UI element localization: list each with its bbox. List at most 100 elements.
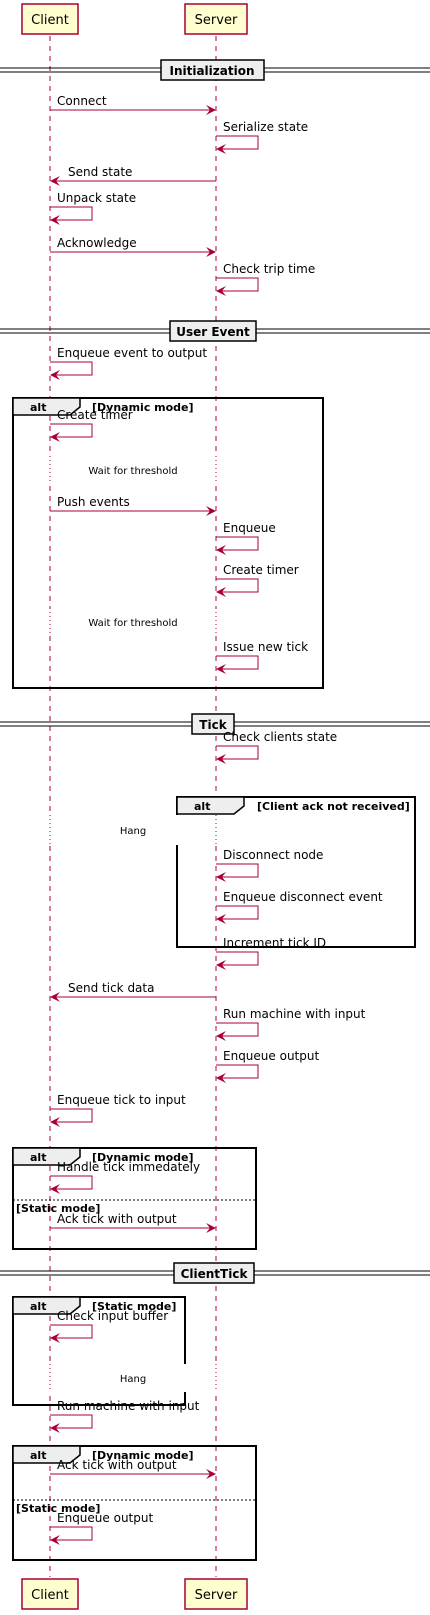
svg-text:[Dynamic mode]: [Dynamic mode] xyxy=(92,1449,194,1462)
message-19: Enqueue tick to input xyxy=(50,1093,186,1127)
message-label: Ack tick with output xyxy=(57,1212,177,1226)
group-alt-client-ack: alt [Client ack not received] xyxy=(176,796,416,948)
message-label: Handle tick immedately xyxy=(57,1160,200,1174)
svg-text:alt: alt xyxy=(30,1449,46,1462)
message-23: Run machine with input xyxy=(50,1399,200,1433)
participant-client-top: Client xyxy=(21,3,79,35)
svg-text:ClientTick: ClientTick xyxy=(181,1267,249,1281)
message-label: Enqueue disconnect event xyxy=(223,890,383,904)
message-label: Push events xyxy=(57,495,130,509)
message-label: Run machine with input xyxy=(223,1007,366,1021)
message-1: Serialize state xyxy=(216,120,308,154)
self-message-arrow xyxy=(216,951,259,970)
message-5: Check trip time xyxy=(216,262,315,296)
svg-text:Wait for threshold: Wait for threshold xyxy=(88,618,177,629)
svg-text:[Dynamic mode]: [Dynamic mode] xyxy=(92,401,194,414)
message-label: Issue new tick xyxy=(223,640,308,654)
message-10: Create timer xyxy=(216,563,299,597)
participant-client-label: Client xyxy=(31,13,69,28)
message-18: Enqueue output xyxy=(216,1049,319,1083)
message-label: Enqueue output xyxy=(57,1511,153,1525)
message-label: Check clients state xyxy=(223,730,337,744)
self-message-arrow xyxy=(50,423,93,442)
svg-text:Wait for threshold: Wait for threshold xyxy=(88,466,177,477)
participant-server-label: Server xyxy=(195,1588,238,1603)
message-label: Send tick data xyxy=(68,981,154,995)
message-2: Send state xyxy=(50,165,216,186)
group-alt-dynamic-3: alt [Dynamic mode] [Static mode] xyxy=(12,1445,257,1561)
group-alt-static: alt [Static mode] xyxy=(12,1296,186,1406)
delay-wait-1: Wait for threshold xyxy=(46,456,220,484)
svg-text:Hang: Hang xyxy=(120,1374,146,1385)
delay-hang-2: Hang xyxy=(46,1364,220,1392)
message-label: Connect xyxy=(57,94,107,108)
svg-text:[Dynamic mode]: [Dynamic mode] xyxy=(92,1151,194,1164)
message-label: Create timer xyxy=(57,408,133,422)
message-label: Increment tick ID xyxy=(223,936,326,950)
message-9: Enqueue xyxy=(216,521,276,555)
message-label: Enqueue output xyxy=(223,1049,319,1063)
self-message-arrow xyxy=(216,536,259,555)
message-12: Check clients state xyxy=(216,730,337,764)
message-16: Send tick data xyxy=(50,981,216,1002)
message-label: Create timer xyxy=(223,563,299,577)
message-7: Create timer xyxy=(50,408,133,442)
message-0: Connect xyxy=(50,94,216,115)
message-13: Disconnect node xyxy=(216,848,323,882)
message-22: Check input buffer xyxy=(50,1309,168,1343)
message-17: Run machine with input xyxy=(216,1007,366,1041)
message-label: Disconnect node xyxy=(223,848,323,862)
self-message-arrow xyxy=(216,745,259,764)
message-4: Acknowledge xyxy=(50,236,216,257)
svg-text:[Static mode]: [Static mode] xyxy=(92,1300,176,1313)
message-15: Increment tick ID xyxy=(216,936,326,970)
self-message-arrow xyxy=(216,135,259,154)
delay-hang-1: Hang xyxy=(46,815,220,845)
message-20: Handle tick immedately xyxy=(50,1160,200,1194)
message-label: Acknowledge xyxy=(57,236,137,250)
svg-text:alt: alt xyxy=(194,800,210,813)
svg-text:alt: alt xyxy=(30,1151,46,1164)
separator-clienttick: ClientTick xyxy=(0,1262,430,1284)
message-25: Enqueue output xyxy=(50,1511,153,1545)
separator-initialization: Initialization xyxy=(0,59,430,81)
svg-text:Initialization: Initialization xyxy=(169,64,254,78)
message-label: Enqueue tick to input xyxy=(57,1093,186,1107)
message-6: Enqueue event to output xyxy=(50,346,207,380)
svg-text:[Static mode]: [Static mode] xyxy=(16,1502,100,1515)
svg-text:User Event: User Event xyxy=(176,325,250,339)
message-label: Check trip time xyxy=(223,262,315,276)
participant-client-label: Client xyxy=(31,1588,69,1603)
self-message-arrow xyxy=(50,1414,93,1433)
message-label: Send state xyxy=(68,165,132,179)
svg-text:alt: alt xyxy=(30,1300,46,1313)
self-message-arrow xyxy=(216,277,259,296)
self-message-arrow xyxy=(50,1324,93,1343)
svg-text:[Static mode]: [Static mode] xyxy=(16,1202,100,1215)
separator-tick: Tick xyxy=(0,713,430,735)
separator-user-event: User Event xyxy=(0,320,430,342)
message-label: Enqueue xyxy=(223,521,276,535)
self-message-arrow xyxy=(216,863,259,882)
group-alt-dynamic-2: alt [Dynamic mode] [Static mode] xyxy=(12,1147,257,1250)
self-message-arrow xyxy=(216,655,259,674)
message-11: Issue new tick xyxy=(216,640,308,674)
message-14: Enqueue disconnect event xyxy=(216,890,383,924)
message-21: Ack tick with output xyxy=(50,1212,216,1233)
message-label: Run machine with input xyxy=(57,1399,200,1413)
participant-client-bottom: Client xyxy=(21,1578,79,1610)
self-message-arrow xyxy=(50,361,93,380)
svg-text:alt: alt xyxy=(30,401,46,414)
self-message-arrow xyxy=(216,905,259,924)
message-label: Ack tick with output xyxy=(57,1458,177,1472)
message-label: Unpack state xyxy=(57,191,136,205)
self-message-arrow xyxy=(216,1022,259,1041)
self-message-arrow xyxy=(50,1108,93,1127)
self-message-arrow xyxy=(50,206,93,225)
participant-server-bottom: Server xyxy=(184,1578,248,1610)
group-alt-dynamic-1: alt [Dynamic mode] xyxy=(12,397,324,689)
svg-text:Tick: Tick xyxy=(199,718,227,732)
svg-text:Hang: Hang xyxy=(120,826,146,837)
